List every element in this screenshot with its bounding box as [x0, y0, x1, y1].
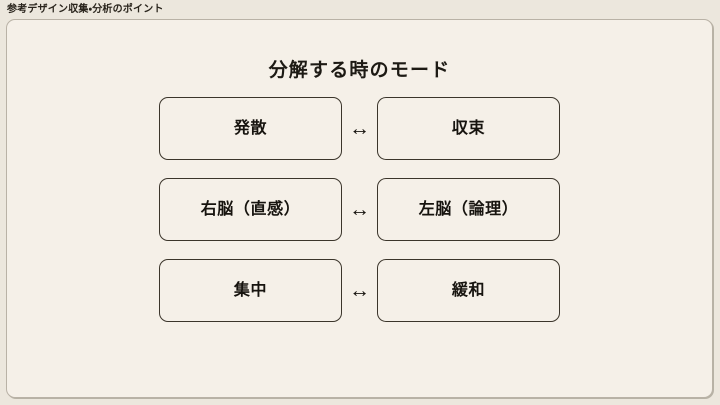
mode-box-label: 集中 — [233, 281, 268, 299]
mode-box-left[interactable]: 集中 — [159, 259, 342, 322]
slide-heading: 分解する時のモード — [268, 60, 451, 81]
mode-box-left[interactable]: 右脳（直感） — [159, 178, 342, 241]
bidirectional-arrow-icon: ↔ — [349, 198, 370, 221]
mode-pair-row: 右脳（直感） ↔ 左脳（論理） — [159, 178, 560, 241]
mode-box-right[interactable]: 緩和 — [377, 259, 560, 322]
header-strip: 参考デザイン収集・分析のポイント — [0, 0, 720, 20]
mode-pair-list: 発散 ↔ 収束 右脳（直感） ↔ 左脳（論理） 集中 — [7, 97, 712, 322]
mode-box-label: 右脳（直感） — [200, 200, 301, 218]
mode-box-label: 左脳（論理） — [418, 200, 519, 218]
mode-box-left[interactable]: 発散 — [159, 97, 342, 160]
bidirectional-arrow-icon: ↔ — [349, 117, 370, 140]
page-title: 参考デザイン収集・分析のポイント — [7, 4, 164, 15]
slide-card: 分解する時のモード 発散 ↔ 収束 右脳（直感） ↔ 左脳（論理） — [6, 19, 713, 398]
mode-box-right[interactable]: 収束 — [377, 97, 560, 160]
mode-box-right[interactable]: 左脳（論理） — [377, 178, 560, 241]
mode-box-label: 発散 — [233, 119, 268, 137]
mode-pair-row: 発散 ↔ 収束 — [159, 97, 560, 160]
mode-box-label: 収束 — [451, 119, 486, 137]
mode-pair-row: 集中 ↔ 緩和 — [159, 259, 560, 322]
mode-box-label: 緩和 — [451, 281, 486, 299]
bidirectional-arrow-icon: ↔ — [349, 279, 370, 302]
